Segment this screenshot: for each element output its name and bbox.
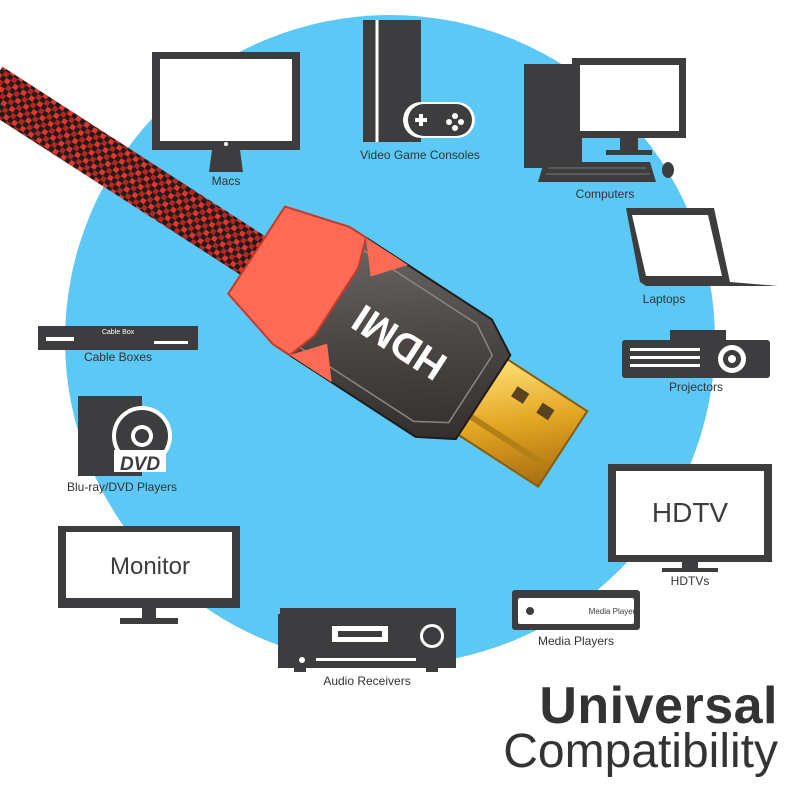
cable-box-screen-text: Cable Box — [102, 329, 135, 336]
device-projectors: Projectors — [620, 326, 772, 398]
device-label: Cable Boxes — [83, 350, 153, 364]
braided-cable — [0, 66, 313, 306]
device-video-game-consoles: Video Game Consoles — [355, 18, 485, 166]
laptop-icon — [626, 208, 778, 286]
cable-box-icon: Cable Box — [38, 326, 198, 350]
device-label: Projectors — [668, 380, 724, 394]
hdtv-icon: HDTV — [608, 464, 772, 572]
device-monitor: Monitor — [56, 524, 242, 628]
media-player-screen-text: Media Player — [589, 607, 636, 616]
device-label: Computers — [575, 187, 635, 201]
device-label: Blu-ray/DVD Players — [66, 480, 178, 494]
device-bluray-dvd-players: DVD Blu-ray/DVD Players — [52, 394, 192, 498]
device-laptops: Laptops — [600, 206, 780, 310]
device-label: Audio Receivers — [323, 674, 411, 688]
device-computers: Computers — [522, 56, 688, 204]
desktop-computer-icon — [524, 58, 686, 182]
game-console-icon — [363, 20, 475, 142]
media-player-icon: Media Player — [512, 590, 640, 630]
audio-receiver-icon — [278, 608, 456, 672]
device-media-players: Media Player Media Players — [510, 588, 642, 650]
monitor-screen-text: Monitor — [110, 553, 190, 580]
device-label: Video Game Consoles — [360, 148, 480, 162]
device-label: HDTVs — [670, 574, 710, 588]
dvd-logo-text: DVD — [120, 454, 160, 475]
device-label: Macs — [211, 174, 241, 188]
projector-icon — [622, 330, 770, 378]
device-cable-boxes: Cable Box Cable Boxes — [36, 324, 200, 368]
device-label: Laptops — [642, 292, 686, 306]
device-audio-receivers: Audio Receivers — [276, 606, 458, 690]
device-macs: Macs — [150, 50, 302, 190]
hdtv-screen-text: HDTV — [652, 497, 729, 528]
device-hdtvs: HDTV HDTVs — [606, 462, 774, 592]
dvd-player-icon: DVD — [78, 396, 172, 476]
imac-icon — [152, 52, 300, 172]
monitor-icon: Monitor — [58, 526, 240, 624]
headline-universal: Universal — [539, 677, 778, 735]
headline-compatibility: Compatibility — [503, 725, 778, 778]
device-label: Media Players — [537, 634, 615, 648]
